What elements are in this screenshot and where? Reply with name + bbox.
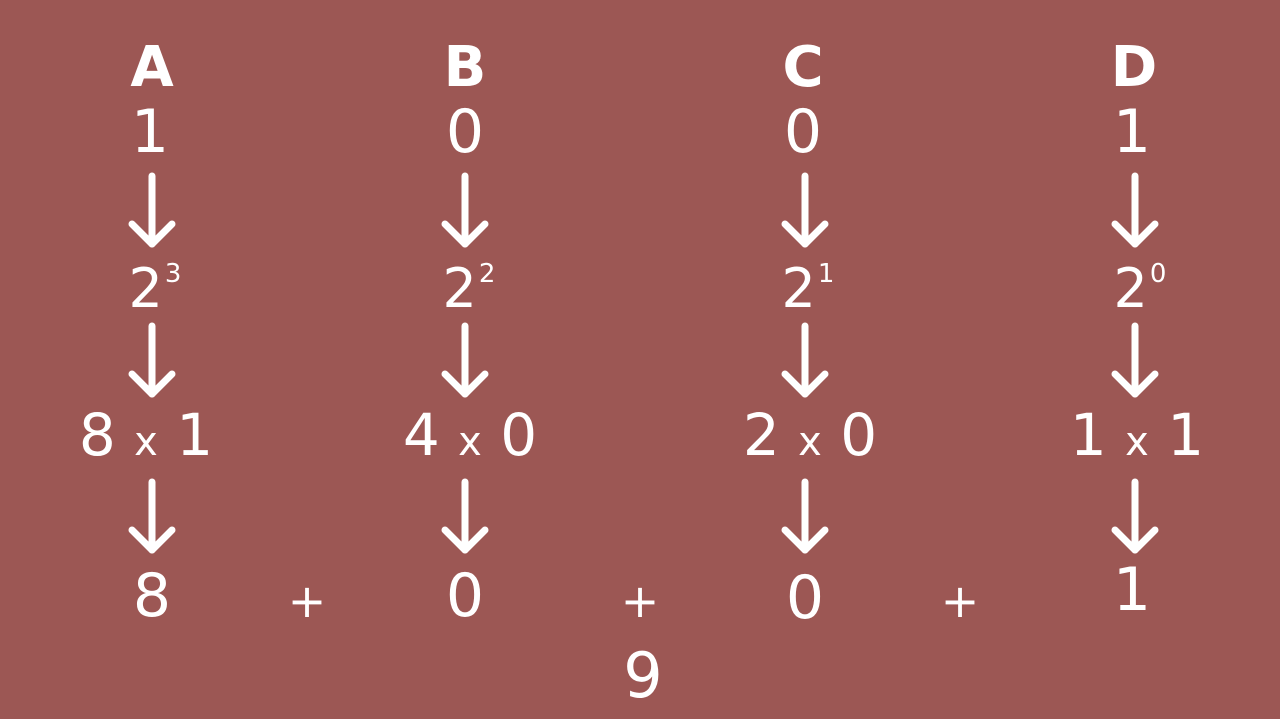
power-base: 2	[781, 257, 816, 320]
column-letter-b: B	[443, 35, 487, 100]
multiplier: 1	[1069, 401, 1107, 469]
times-sign: x	[798, 419, 822, 465]
column-bit-c: 0	[783, 97, 823, 167]
digit: 0	[500, 401, 538, 469]
decimal-result: 9	[623, 639, 663, 712]
multiplier: 2	[742, 401, 780, 469]
power-exponent: 3	[164, 259, 182, 289]
down-arrow-icon	[128, 172, 176, 248]
column-bit-d: 1	[1112, 97, 1152, 167]
power-exponent: 0	[1149, 259, 1167, 289]
power-of-two-d: 20	[1114, 259, 1167, 316]
column-bit-b: 0	[445, 97, 485, 167]
power-of-two-a: 23	[129, 259, 182, 316]
plus-operator: +	[620, 574, 660, 628]
down-arrow-icon	[781, 172, 829, 248]
column-bit-a: 1	[130, 97, 170, 167]
product-c: 2 x 0	[743, 406, 877, 464]
column-letter-d: D	[1110, 35, 1158, 100]
power-exponent: 2	[478, 259, 496, 289]
digit: 1	[1167, 401, 1205, 469]
digit: 0	[840, 401, 878, 469]
product-b: 4 x 0	[403, 406, 537, 464]
down-arrow-icon	[1111, 478, 1159, 554]
column-value-c: 0	[785, 563, 825, 633]
power-of-two-b: 22	[443, 259, 496, 316]
down-arrow-icon	[128, 478, 176, 554]
down-arrow-icon	[1111, 322, 1159, 398]
plus-operator: +	[287, 574, 327, 628]
times-sign: x	[134, 419, 158, 465]
multiplier: 4	[402, 401, 440, 469]
product-d: 1 x 1	[1070, 406, 1204, 464]
power-base: 2	[1113, 257, 1148, 320]
times-sign: x	[458, 419, 482, 465]
down-arrow-icon	[128, 322, 176, 398]
down-arrow-icon	[1111, 172, 1159, 248]
column-value-d: 1	[1112, 555, 1152, 625]
plus-operator: +	[940, 574, 980, 628]
times-sign: x	[1125, 419, 1149, 465]
power-exponent: 1	[817, 259, 835, 289]
multiplier: 8	[78, 401, 116, 469]
down-arrow-icon	[781, 322, 829, 398]
column-value-a: 8	[132, 561, 172, 631]
down-arrow-icon	[781, 478, 829, 554]
power-base: 2	[442, 257, 477, 320]
product-a: 8 x 1	[79, 406, 213, 464]
digit: 1	[176, 401, 214, 469]
power-of-two-c: 21	[782, 259, 835, 316]
down-arrow-icon	[441, 172, 489, 248]
down-arrow-icon	[441, 322, 489, 398]
column-letter-c: C	[782, 35, 824, 100]
column-value-b: 0	[445, 561, 485, 631]
power-base: 2	[128, 257, 163, 320]
column-letter-a: A	[130, 35, 174, 100]
down-arrow-icon	[441, 478, 489, 554]
